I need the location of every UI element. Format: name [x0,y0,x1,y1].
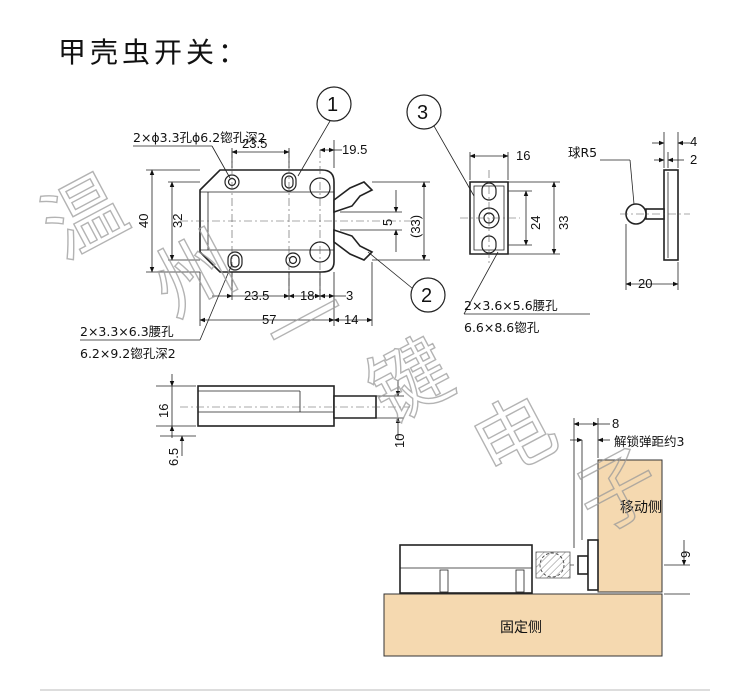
dim-5: 5 [380,219,395,226]
note-slot-2: 6.6×8.6锪孔 [464,320,540,335]
note-slot-1: 2×3.6×5.6腰孔 [464,298,558,313]
dim-23-5-top: 23.5 [242,136,267,151]
watermark-char-5: 电 [457,377,571,497]
moving-side-label-1: 移动侧 [620,500,662,516]
dim-2: 2 [690,152,697,167]
dim-33: 33 [556,216,571,230]
dim-4: 4 [690,134,697,149]
note-unlock-travel: 解锁弹距约3 [614,434,684,449]
dim-16-side: 16 [156,404,171,418]
dim-16-plate: 16 [516,148,530,163]
balloon-2: 2 [421,285,432,307]
balloon-3: 3 [417,102,428,124]
dim-3: 3 [346,288,353,303]
watermark-char-3: 一 [249,263,363,383]
dim-23-5-bottom: 23.5 [244,288,269,303]
dim-8: 8 [612,416,619,431]
dim-24: 24 [528,216,543,230]
watermark-char-4: 键 [353,321,467,441]
note-hole-bottom-1: 2×3.3×6.3腰孔 [80,324,174,339]
dim-40: 40 [136,214,151,228]
dim-57: 57 [262,312,276,327]
dim-32: 32 [170,214,185,228]
note-ball: 球R5 [568,145,597,160]
dim-19-5: 19.5 [342,142,367,157]
note-hole-bottom-2: 6.2×9.2锪孔深2 [80,346,176,361]
moving-side-board [597,459,663,593]
page-title: 甲壳虫开关： [58,36,250,69]
balloon-1: 1 [327,94,338,116]
dim-33-ref: (33) [408,215,423,238]
note-hole-top-left: 2×ϕ3.3孔ϕ6.2锪孔深2 [133,130,266,145]
front-view: 23.5 19.5 40 32 5 (33) 23. [80,86,446,361]
fixed-side-label: 固定侧 [500,620,542,636]
ball-side-view: 4 2 球R5 20 [568,132,697,291]
dim-20: 20 [638,276,652,291]
dim-14: 14 [344,312,358,327]
dim-10: 10 [392,434,407,448]
strike-plate-view: 16 24 33 3 2×3.6×5.6腰孔 6.6×8.6锪孔 [406,94,590,335]
dim-9: 9 [678,551,693,558]
dim-6-5: 6.5 [166,448,181,466]
dim-18: 18 [300,288,314,303]
installation-view: 移动侧 固定侧 8 解锁弹距约3 9 [383,416,693,657]
fixed-side-board [383,593,663,657]
watermark-char-1: 温 [27,157,141,277]
top-view: 16 6.5 10 [156,374,410,466]
